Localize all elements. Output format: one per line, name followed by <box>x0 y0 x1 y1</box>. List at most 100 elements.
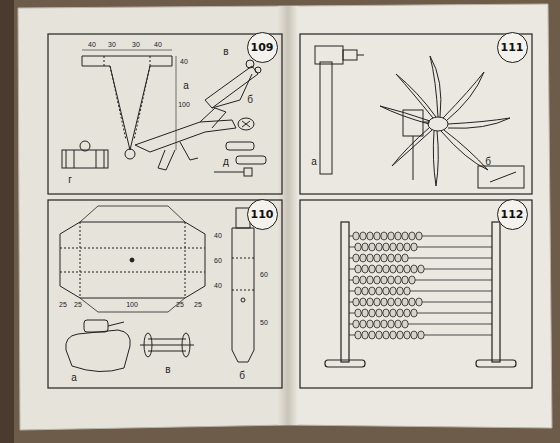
abacus-bead <box>362 331 368 339</box>
abacus-bead <box>409 232 415 240</box>
abacus-bead <box>402 276 408 284</box>
abacus-bead <box>395 254 401 262</box>
abacus-bead <box>388 276 394 284</box>
dimension: 25 <box>59 301 67 308</box>
abacus-bead <box>395 232 401 240</box>
dimension: 40 <box>214 282 222 289</box>
abacus-bead <box>383 331 389 339</box>
abacus-bead <box>369 287 375 295</box>
abacus-bead <box>397 309 403 317</box>
abacus-bead <box>360 276 366 284</box>
callout-text: 109 <box>251 41 274 54</box>
abacus-bead <box>411 331 417 339</box>
abacus-bead <box>367 254 373 262</box>
part-letter: в <box>223 47 228 57</box>
abacus-bead <box>397 265 403 273</box>
callout-number: 109 <box>247 32 278 63</box>
abacus-bead <box>390 331 396 339</box>
abacus-bead <box>381 276 387 284</box>
abacus-bead <box>376 287 382 295</box>
dimension: 40 <box>154 41 162 48</box>
callout-text: 112 <box>501 208 524 221</box>
abacus-bead <box>388 232 394 240</box>
abacus-bead <box>411 265 417 273</box>
abacus-bead <box>367 232 373 240</box>
abacus-bead <box>411 309 417 317</box>
abacus-bead <box>381 232 387 240</box>
abacus-bead <box>369 309 375 317</box>
dimension: 50 <box>260 319 268 326</box>
part-letter: г <box>68 175 72 185</box>
abacus-bead <box>367 320 373 328</box>
abacus-bead <box>390 309 396 317</box>
abacus-bead <box>404 287 410 295</box>
dimension: 60 <box>214 257 222 264</box>
abacus-bead <box>376 265 382 273</box>
abacus-bead <box>355 287 361 295</box>
part-letter: б <box>247 95 253 105</box>
abacus-bead <box>367 298 373 306</box>
abacus-bead <box>397 243 403 251</box>
abacus-bead <box>404 243 410 251</box>
abacus-bead <box>402 254 408 262</box>
abacus-bead <box>402 298 408 306</box>
dimension: 30 <box>132 41 140 48</box>
abacus-bead <box>390 287 396 295</box>
abacus-bead <box>362 287 368 295</box>
dimension: 30 <box>108 41 116 48</box>
abacus-bead <box>418 331 424 339</box>
abacus-bead <box>360 298 366 306</box>
abacus-bead <box>374 276 380 284</box>
abacus-bead <box>355 243 361 251</box>
abacus-bead <box>369 265 375 273</box>
abacus-bead <box>355 265 361 273</box>
abacus-bead <box>353 276 359 284</box>
dimension: 60 <box>260 271 268 278</box>
abacus-bead <box>374 232 380 240</box>
dimension: 40 <box>88 41 96 48</box>
abacus-bead <box>376 331 382 339</box>
abacus-bead <box>409 276 415 284</box>
abacus-bead <box>388 298 394 306</box>
callout-text: 110 <box>251 208 274 221</box>
part-letter: а <box>183 81 189 91</box>
callout-number: 110 <box>247 199 278 230</box>
dimension: 40 <box>214 232 222 239</box>
part-letter: б <box>239 371 245 381</box>
abacus-bead <box>388 254 394 262</box>
callout-number: 111 <box>497 32 528 63</box>
dimension: 100 <box>178 101 190 108</box>
abacus-bead <box>383 287 389 295</box>
part-letter: а <box>311 157 317 167</box>
abacus-bead <box>390 265 396 273</box>
abacus-bead <box>360 232 366 240</box>
abacus-bead <box>418 265 424 273</box>
abacus-bead <box>395 276 401 284</box>
abacus-bead <box>353 254 359 262</box>
abacus-bead <box>367 276 373 284</box>
abacus-bead <box>374 320 380 328</box>
abacus-bead <box>402 320 408 328</box>
dimension: 25 <box>176 301 184 308</box>
abacus-bead <box>404 265 410 273</box>
abacus-bead <box>411 243 417 251</box>
abacus-bead <box>395 298 401 306</box>
abacus-bead <box>404 331 410 339</box>
abacus-bead <box>355 309 361 317</box>
abacus-bead <box>376 243 382 251</box>
abacus-bead <box>360 320 366 328</box>
dimension: 100 <box>126 301 138 308</box>
abacus-bead <box>369 331 375 339</box>
abacus-bead <box>374 298 380 306</box>
dimension: 40 <box>180 58 188 65</box>
part-letter: б <box>485 157 491 167</box>
abacus-bead <box>374 254 380 262</box>
abacus-bead <box>353 298 359 306</box>
dimension: 25 <box>194 301 202 308</box>
abacus-bead <box>381 254 387 262</box>
abacus-bead <box>355 331 361 339</box>
part-letter: а <box>71 373 77 383</box>
